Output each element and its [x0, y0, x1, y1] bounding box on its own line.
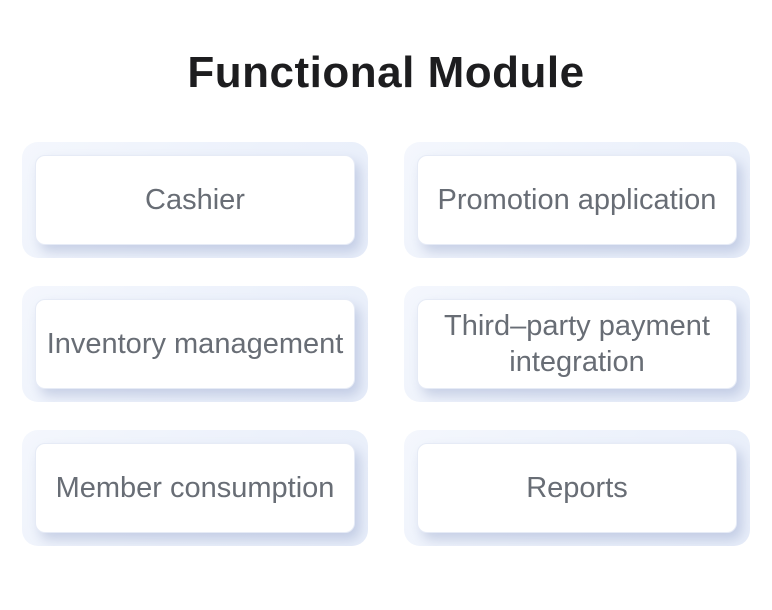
module-card-inventory-management[interactable]: Inventory management — [35, 299, 355, 389]
module-wrap-cashier: Cashier — [22, 142, 368, 258]
module-card-promotion-application[interactable]: Promotion application — [417, 155, 737, 245]
module-card-label: Inventory management — [46, 328, 344, 360]
module-wrap-promotion-application: Promotion application — [404, 142, 750, 258]
module-wrap-third-party-payment-integration: Third–party payment integration — [404, 286, 750, 402]
module-wrap-member-consumption: Member consumption — [22, 430, 368, 546]
module-card-label: Reports — [526, 472, 628, 504]
modules-grid: Cashier Promotion application Inventory … — [22, 142, 750, 546]
module-card-label: Third–party payment integration — [444, 310, 710, 378]
module-wrap-reports: Reports — [404, 430, 750, 546]
module-card-cashier[interactable]: Cashier — [35, 155, 355, 245]
module-card-label: Promotion application — [437, 184, 717, 216]
module-card-label: Cashier — [145, 184, 245, 216]
module-card-reports[interactable]: Reports — [417, 443, 737, 533]
module-card-third-party-payment-integration[interactable]: Third–party payment integration — [417, 299, 737, 389]
module-card-label: Member consumption — [55, 472, 335, 504]
module-wrap-inventory-management: Inventory management — [22, 286, 368, 402]
page-title: Functional Module — [187, 48, 585, 97]
module-card-member-consumption[interactable]: Member consumption — [35, 443, 355, 533]
